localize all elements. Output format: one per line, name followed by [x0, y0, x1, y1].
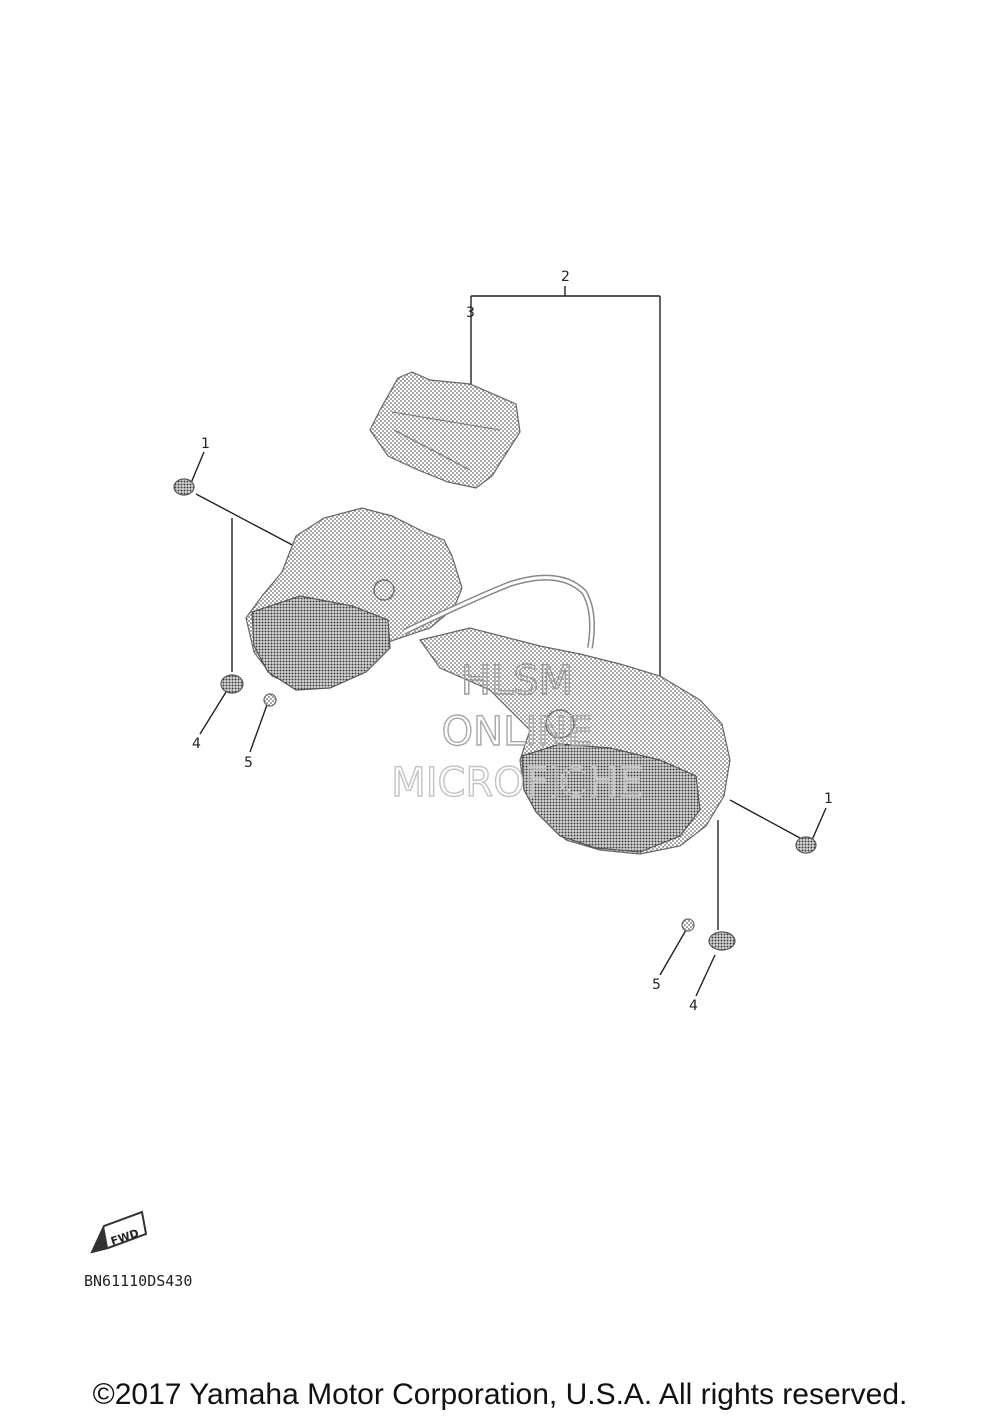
copyright-notice: ©2017 Yamaha Motor Corporation, U.S.A. A…: [92, 1378, 908, 1411]
drawing-code: BN61110DS430: [84, 1272, 193, 1290]
part-5-left-collar: [263, 693, 277, 707]
callout-4-left: 4: [192, 736, 201, 752]
callout-2: 2: [561, 269, 570, 285]
callout-3: 3: [466, 305, 475, 321]
watermark-line-1: HLSM: [461, 658, 573, 704]
callout-1-right: 1: [824, 791, 833, 807]
part-5-right-collar: [681, 918, 695, 932]
callout-labels: 2 3 1 4 5 1 5 4: [192, 269, 833, 1014]
fwd-arrow-icon: FWD: [90, 1210, 148, 1254]
callout-1-left: 1: [201, 436, 210, 452]
part-1-right-screw: [795, 836, 817, 854]
leader-lines: [190, 286, 827, 997]
watermark-line-3: MICROFICHE: [391, 760, 643, 806]
part-1-left-screw: [173, 478, 195, 496]
watermark-line-2: ONLINE: [442, 709, 593, 755]
callout-4-right: 4: [689, 998, 698, 1014]
watermark: HLSM ONLINE MICROFICHE: [390, 657, 643, 806]
left-light-assembly: [245, 507, 463, 691]
part-4-left-grommet: [220, 674, 244, 694]
right-light-assembly: [418, 627, 731, 855]
callout-5-left: 5: [244, 755, 253, 771]
callout-5-right: 5: [652, 977, 661, 993]
part-4-right-grommet: [708, 931, 736, 951]
part-3-unit: [369, 371, 521, 489]
